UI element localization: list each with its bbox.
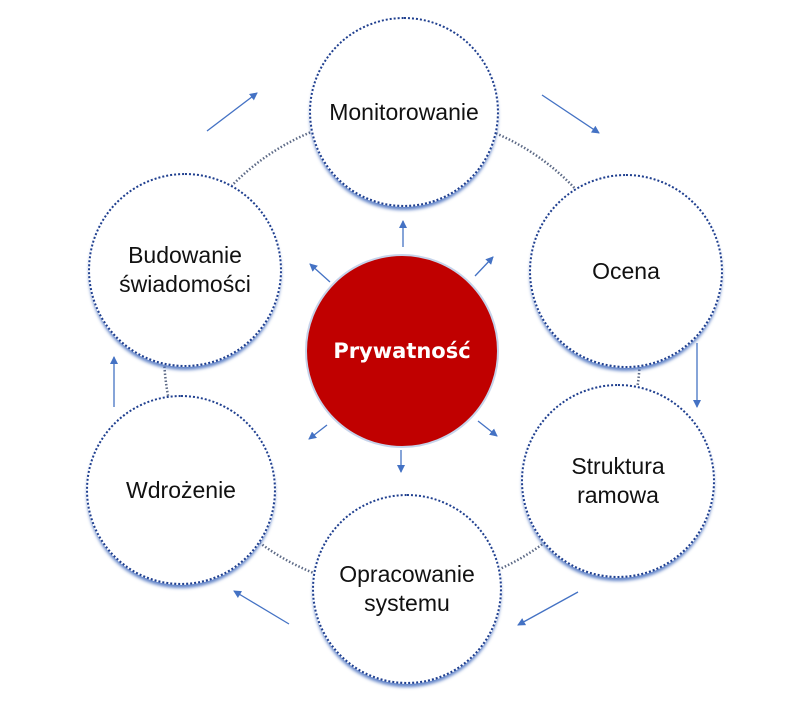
center-node-prywatnosc: Prywatność: [305, 254, 499, 448]
radial-arrow-up-left: [309, 263, 331, 283]
node-label-monitorowanie: Monitorowanie: [329, 98, 479, 125]
center-label: Prywatność: [333, 339, 471, 363]
node-budowanie-swiadomosci: Budowanie świadomości: [88, 173, 282, 367]
node-monitorowanie: Monitorowanie: [309, 17, 499, 207]
node-label-budowanie-swiadomosci: Budowanie świadomości: [119, 242, 251, 297]
radial-arrow-down-right: [477, 420, 498, 437]
radial-arrow-down-left: [308, 424, 328, 440]
node-struktura-ramowa: Struktura ramowa: [521, 384, 715, 578]
cycle-arrow-monitorowanie-to-ocena: [541, 94, 600, 134]
cycle-arrow-opracowanie-to-wdrozenie: [233, 590, 290, 625]
node-label-wdrozenie: Wdrożenie: [126, 476, 236, 503]
cycle-arrow-budowanie-to-monitorowanie: [206, 92, 258, 132]
node-label-struktura-ramowa: Struktura ramowa: [571, 453, 665, 508]
radial-arrow-up-right: [474, 256, 494, 277]
node-label-opracowanie-systemu: Opracowanie systemu: [339, 561, 475, 616]
node-wdrozenie: Wdrożenie: [86, 395, 276, 585]
node-ocena: Ocena: [529, 174, 723, 368]
node-opracowanie-systemu: Opracowanie systemu: [312, 494, 502, 684]
node-label-ocena: Ocena: [592, 257, 660, 284]
cycle-arrow-struktura-to-opracowanie: [517, 591, 579, 626]
